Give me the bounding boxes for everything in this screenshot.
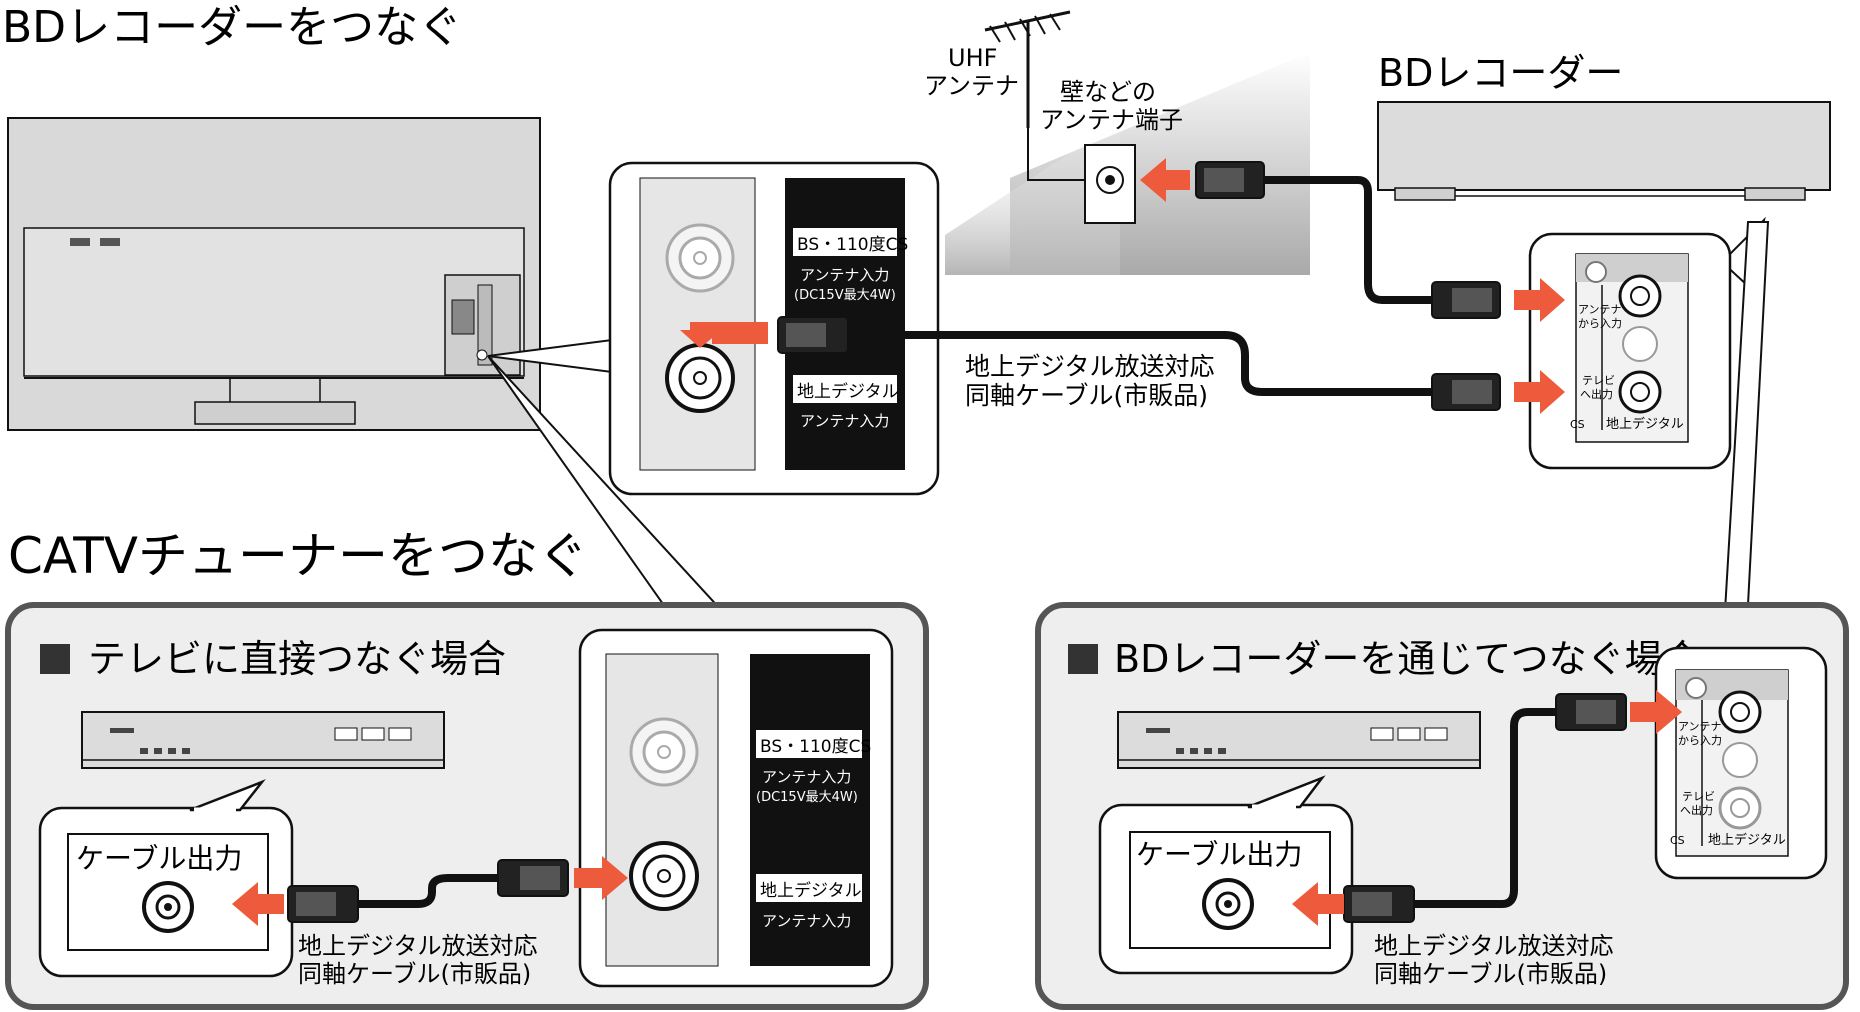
- wall-antenna-terminal: [1084, 144, 1136, 224]
- tv-bs-label: BS・110度CS: [797, 235, 908, 255]
- catv-direct-square-icon: [40, 644, 70, 674]
- arrow-into-bd-antenna-icon: [1514, 278, 1565, 322]
- arrow-into-bd-output-icon: [1514, 370, 1565, 414]
- arrow-into-wall-terminal-icon: [1140, 158, 1190, 202]
- catv-via-bd-in-label-line2: から入力: [1678, 734, 1722, 747]
- coax-cable-catv-via-bd: [1343, 693, 1627, 923]
- bd-cs-cut-label: CS: [1570, 418, 1585, 431]
- cable-label-top-line2: 同軸ケーブル(市販品): [965, 381, 1208, 410]
- catv-via-bd-square-icon: [1068, 644, 1098, 674]
- arrow-into-catv-via-bd-icon: [1630, 690, 1682, 734]
- catv-direct-bs-sub1: アンテナ入力: [762, 768, 851, 786]
- uhf-label-line1: UHF: [948, 44, 997, 72]
- cable-label-via-bd-line1: 地上デジタル放送対応: [1374, 932, 1614, 960]
- tv-terr-label: 地上デジタル: [797, 381, 899, 402]
- catv-direct-terr-sub: アンテナ入力: [762, 912, 851, 930]
- heading-bd-connect: BDレコーダーをつなぐ: [2, 2, 462, 53]
- catv-direct-tv-panel-zoom: [578, 628, 894, 988]
- wall-terminal-label-line2: アンテナ端子: [1040, 106, 1183, 134]
- cable-label-via-bd-line2: 同軸ケーブル(市販品): [1374, 960, 1607, 988]
- catv-direct-cable-out-label: ケーブル出力: [76, 842, 242, 875]
- catv-via-bd-out-label-line2: へ出力: [1680, 803, 1713, 817]
- catv-via-bd-panel-zoom: [1654, 646, 1828, 880]
- catv-direct-bs-sub2: (DC15V最大4W): [756, 790, 858, 805]
- tv-bs-sub1: アンテナ入力: [800, 266, 889, 284]
- bd-out-label-line2: へ出力: [1580, 387, 1613, 401]
- catv-direct-title: テレビに直接つなぐ場合: [88, 637, 506, 681]
- catv-via-bd-out-label-line1: テレビ: [1682, 790, 1715, 803]
- coax-cable-catv-direct: [287, 859, 569, 923]
- arrow-out-catv-via-bd-icon: [1292, 882, 1344, 926]
- bd-in-label-line2: から入力: [1578, 317, 1622, 330]
- catv-via-bd-cable-out-label: ケーブル出力: [1136, 838, 1302, 871]
- cable-label-direct-line2: 同軸ケーブル(市販品): [298, 960, 531, 988]
- coax-cable-antenna-to-bd: [1195, 161, 1501, 319]
- cable-label-top-line1: 地上デジタル放送対応: [965, 352, 1215, 381]
- heading-catv-connect: CATVチューナーをつなぐ: [8, 527, 588, 585]
- catv-via-bd-terr-label: 地上デジタル: [1708, 832, 1786, 848]
- catv-via-bd-output-callout: [1098, 775, 1354, 975]
- bd-in-label-line1: アンテナ: [1578, 303, 1622, 316]
- arrow-into-tv-terr-icon: [680, 322, 768, 348]
- uhf-antenna-icon: [984, 10, 1085, 181]
- tv-back: [7, 117, 541, 431]
- catv-direct-terr-label: 地上デジタル: [760, 880, 862, 901]
- catv-via-bd-title: BDレコーダーを通じてつなぐ場合: [1114, 637, 1701, 681]
- bd-out-label-line1: テレビ: [1582, 374, 1615, 387]
- catv-tuner-device-direct: [81, 711, 445, 769]
- catv-direct-bs-label: BS・110度CS: [760, 737, 871, 757]
- arrow-out-catv-direct-icon: [232, 882, 284, 926]
- tv-antenna-panel-zoom: [608, 161, 940, 496]
- catv-via-bd-cs-cut-label: CS: [1670, 834, 1685, 847]
- bd-recorder-device: [1377, 101, 1831, 201]
- arrow-into-catv-direct-tv-icon: [574, 856, 628, 900]
- coax-cable-bd-to-tv: [777, 316, 1501, 411]
- tv-bs-sub2: (DC15V最大4W): [794, 288, 896, 303]
- catv-via-bd-in-label-line1: アンテナ: [1678, 720, 1722, 733]
- bd-recorder-label: BDレコーダー: [1378, 51, 1623, 95]
- bd-antenna-panel-zoom: [1528, 232, 1732, 470]
- cable-label-direct-line1: 地上デジタル放送対応: [298, 932, 538, 960]
- tv-terr-sub: アンテナ入力: [800, 412, 889, 430]
- catv-tuner-device-via-bd: [1117, 711, 1481, 769]
- catv-direct-output-callout: [38, 779, 294, 978]
- wall-terminal-label-line1: 壁などの: [1060, 78, 1156, 106]
- bd-terr-label: 地上デジタル: [1606, 416, 1684, 432]
- uhf-label-line2: アンテナ: [924, 72, 1019, 100]
